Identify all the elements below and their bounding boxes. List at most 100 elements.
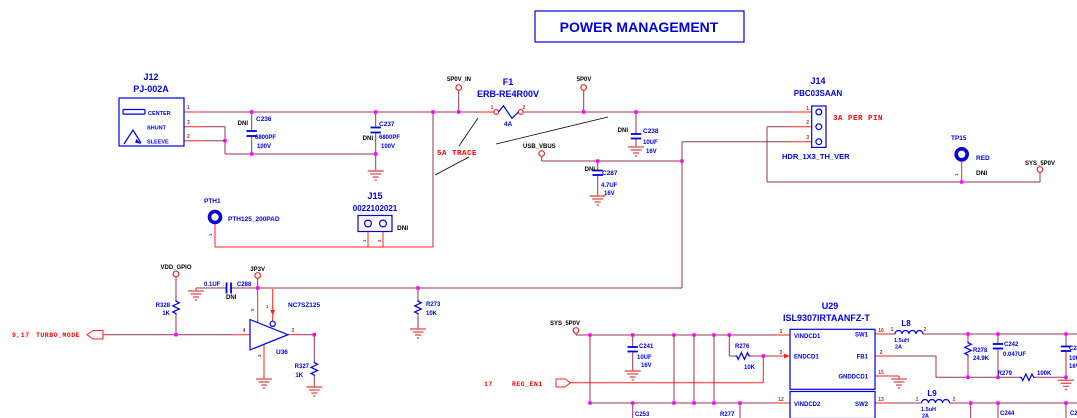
component-c241: C241 10UF 16V [624, 344, 654, 381]
u36-pin2-num: 2 [292, 328, 295, 334]
u36-ground [255, 375, 273, 389]
r273-value: 10K [426, 311, 438, 317]
c237-ref: C237 [379, 121, 395, 128]
net-turbo-mode: 9,17 TURBO_MODE [12, 330, 104, 340]
reg-en1-refs: 17 [484, 381, 493, 388]
u29-part: ISL9307IRTAANFZ-T [783, 313, 870, 323]
c236-rating: 100V [257, 144, 271, 150]
wires [103, 90, 1077, 418]
r327-ref: R327 [295, 364, 310, 370]
p5v-in-label: 5P0V_IN [447, 77, 471, 83]
c238-ground [627, 143, 645, 157]
f1-ref: F1 [503, 77, 514, 87]
u29-pin15-num: 15 [878, 370, 884, 376]
l8-pin1-num: 1 [891, 327, 894, 333]
l8-coil [894, 329, 924, 335]
power-symbols: 5P0V_IN 5P0V USB_VBUS SYS_5P0V VDD_GPIO … [160, 77, 1055, 334]
u29-pin-endcd1: ENDCD1 [794, 355, 819, 361]
l8-pin2-num: 2 [924, 327, 927, 333]
c253-ref: C253 [635, 412, 650, 418]
r279-ref: R279 [998, 371, 1013, 377]
f1-pin2-num: 2 [523, 105, 526, 111]
c244-ref: C244 [1000, 411, 1015, 417]
component-c243: C243 10UF 16V [1057, 345, 1077, 390]
j14-pin3-num: 3 [806, 135, 809, 141]
c245-ref: C245 [1070, 411, 1077, 417]
component-c236: DNI C236 6800PF 100V [238, 116, 277, 150]
pth1-part: PTH125_200PAD [228, 216, 280, 223]
j15-pin1-num: 1 [362, 239, 367, 242]
c241-ground [624, 367, 642, 381]
c287-value: 4.7UF [601, 183, 618, 189]
l8-value: 1.5uH [894, 338, 909, 344]
j15-ref: J15 [367, 191, 382, 201]
r273-ground [409, 325, 427, 339]
usb-vbus-label: USB_VBUS [523, 144, 556, 150]
j15-body [357, 214, 393, 233]
j12-pin-shunt-name: SHUNT [147, 126, 167, 132]
p3v3-symbol [254, 272, 262, 279]
u36-pin3-num: 3 [257, 354, 262, 357]
c242-value: 0.047UF [1003, 352, 1026, 358]
j12-pin1-num: 1 [187, 105, 190, 111]
page-title: POWER MANAGEMENT [560, 19, 719, 35]
l9-rating: 2A [922, 414, 929, 418]
c243-rating: 16V [1069, 364, 1077, 370]
j14-pin1-circle [815, 108, 823, 116]
component-j14: J14 PBC03SAAN 1 2 3 HDR_1X3_TH_VER [782, 76, 850, 161]
component-r279: R279 100K [998, 371, 1052, 383]
c288-ground [187, 287, 205, 301]
pth1-pad [207, 209, 223, 225]
pth1-pin1-num: 1 [208, 233, 213, 236]
j15-pin2-num: 2 [377, 239, 382, 242]
r278-ref: R278 [973, 348, 988, 354]
u29-pin16-num: 16 [878, 328, 884, 334]
f1-fuse-symbol [497, 104, 519, 120]
r327-value: 1K [295, 373, 303, 379]
usb-vbus-symbol [538, 150, 546, 157]
component-c237: DNI C237 6800PF 100V [363, 121, 401, 150]
r276-body [735, 351, 751, 361]
u29-pin-vindcd2: VINDCD2 [794, 402, 821, 408]
c241-rating: 16V [641, 363, 652, 369]
c238-value: 10UF [643, 140, 658, 146]
component-r328: R328 1K [156, 300, 181, 317]
reg-en1-label: REG_EN1 [512, 381, 543, 388]
c238-rating: 16V [646, 149, 657, 155]
r327-body [309, 361, 320, 377]
component-r327: R327 1K [295, 361, 323, 397]
component-u29: U29 ISL9307IRTAANFZ-T VINDCD1 ENDCD1 GND… [778, 301, 908, 418]
c243-value: 10UF [1069, 356, 1077, 362]
c241-ref: C241 [639, 344, 654, 350]
u36-buffer-symbol [249, 318, 290, 351]
component-l8: L8 1.5uH 2A 1 2 [891, 319, 927, 351]
u29-body-section2 [789, 390, 876, 418]
l8-rating: 2A [895, 345, 902, 351]
c243-ref: C243 [1069, 346, 1077, 352]
u29-pin13-num: 13 [878, 397, 884, 403]
u36-oe-arrow [270, 310, 276, 316]
j12-center-pin-symbol [122, 108, 146, 115]
j12-switch-arrow [135, 139, 141, 144]
pth1-ref: PTH1 [204, 198, 221, 205]
r279-value: 100K [1037, 371, 1052, 377]
j12-pin-sleeve-name: SLEEVE [147, 140, 169, 146]
component-c238: DNI C238 10UF 16V [618, 128, 659, 157]
r273-ref: R273 [426, 302, 441, 308]
j14-body [811, 105, 827, 149]
component-tp15: TP15 RED DNI 1 [951, 135, 990, 177]
tp15-ref: TP15 [951, 135, 967, 142]
u29-pin12-num: 12 [778, 397, 784, 403]
r278-body [963, 341, 973, 357]
c236-ref: C236 [256, 116, 272, 123]
u29-pin-sw2: SW2 [855, 402, 869, 408]
component-r276: R276 10K [735, 344, 756, 371]
c237-rating: 100V [381, 144, 395, 150]
c238-ref: C238 [643, 128, 659, 135]
sys-5p0v-label: SYS_5P0V [1025, 161, 1055, 167]
sys-5p0v-left-label: SYS_5P0V [550, 321, 580, 327]
net-reg-en1: 17 REG_EN1 [484, 378, 572, 388]
c237-value: 6800PF [379, 135, 400, 141]
component-u36: NC7SZ125 U36 4 2 5 1 3 [243, 302, 321, 389]
